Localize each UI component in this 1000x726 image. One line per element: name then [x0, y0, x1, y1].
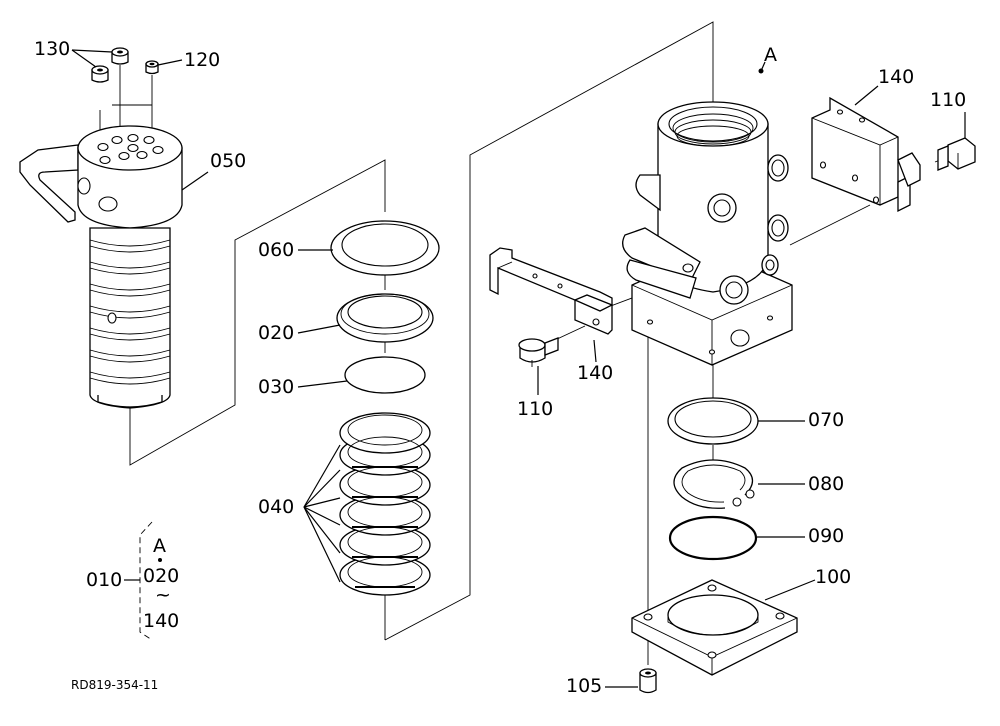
label-020: 020 — [258, 322, 295, 344]
part-swivel-housing — [622, 68, 793, 366]
label-tilde: ~ — [155, 584, 171, 606]
part-140-bracket-left — [489, 247, 614, 335]
label-105: 105 — [566, 675, 603, 697]
part-060-shim-ring — [330, 220, 440, 276]
part-070-ring — [667, 397, 759, 445]
label-010: 010 — [86, 569, 123, 591]
label-110-left: 110 — [517, 398, 554, 420]
part-110-bolt-left — [518, 337, 559, 367]
part-140-bracket-right — [811, 96, 921, 213]
label-140-right: 140 — [878, 66, 915, 88]
part-030-o-ring — [344, 356, 426, 394]
part-120-plug — [145, 60, 159, 75]
label-030: 030 — [258, 376, 295, 398]
part-020-seal — [336, 293, 434, 343]
part-130-plug-a — [111, 47, 129, 65]
part-050-swivel-shaft — [19, 125, 183, 409]
label-100: 100 — [815, 566, 852, 588]
label-070: 070 — [808, 409, 845, 431]
label-040: 040 — [258, 496, 295, 518]
label-a-top: A — [764, 44, 777, 66]
label-120: 120 — [184, 49, 221, 71]
label-110-right: 110 — [930, 89, 967, 111]
part-105-bolt — [639, 668, 657, 694]
label-020-bracket: 020 — [143, 565, 180, 587]
leader-lines — [71, 49, 966, 688]
drawing-code: RD819-354-11 — [71, 678, 159, 692]
label-140-bracket: 140 — [143, 610, 180, 632]
label-a-bracket: A — [153, 535, 166, 557]
label-090: 090 — [808, 525, 845, 547]
label-130: 130 — [34, 38, 71, 60]
part-110-bolt-right — [937, 137, 976, 171]
part-130-plug-b — [91, 65, 109, 83]
label-080: 080 — [808, 473, 845, 495]
part-040-seal-stack — [339, 412, 431, 596]
label-140-left: 140 — [577, 362, 614, 384]
part-090-o-ring — [668, 515, 758, 561]
part-100-cover — [631, 579, 798, 676]
label-050: 050 — [210, 150, 247, 172]
label-060: 060 — [258, 239, 295, 261]
bracket-010 — [124, 521, 162, 641]
part-080-snap-ring — [673, 459, 755, 509]
